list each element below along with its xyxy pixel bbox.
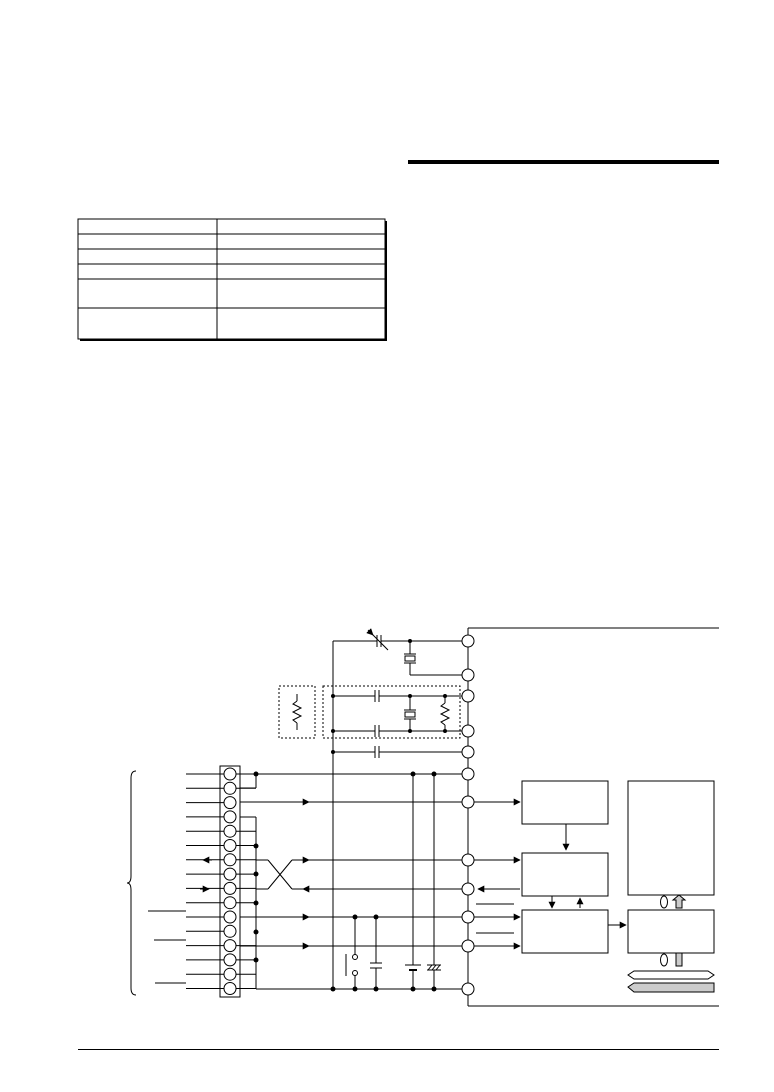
ic-pin [461,910,475,924]
ground-icon [427,964,441,971]
block-interface [627,909,715,954]
connector-pin [223,867,237,881]
ic-pin [461,689,475,703]
connector-pins [223,767,237,995]
connector-pin [223,824,237,838]
connector-stub-lines [186,773,256,989]
ic-pins [461,634,475,996]
external-resistor-option [278,685,316,739]
block-divider [521,852,609,897]
connector-pin [223,967,237,981]
battery-icon [405,964,421,971]
connector-pin [223,810,237,824]
ic-pin [461,767,475,781]
function-blocks [521,780,715,954]
connector-pin [223,924,237,938]
connector-pin [223,896,237,910]
connector-pin [223,982,237,995]
connector-brace [126,770,137,996]
connector-pin [223,881,237,895]
bus-lines [240,773,462,990]
connector-pin [223,910,237,924]
signal-arrows [200,798,627,950]
connector-pin [223,781,237,795]
crystal-icon [404,639,462,676]
variable-capacitor-icon [333,628,462,651]
connector-body [219,765,241,998]
ic-pin [461,882,475,896]
active-low-bars [148,903,514,984]
reset-switch-icon [345,954,358,976]
ic-pin [461,724,475,738]
junction-dots [253,771,437,992]
connector-pin [223,796,237,810]
connector-pin [223,853,237,867]
connector-pin [223,939,237,953]
ic-pin [461,745,475,759]
ic-pin [461,853,475,867]
ic-pin [461,982,475,996]
internal-bus-icon [627,894,715,993]
connector-pin [223,767,237,781]
ic-pin [461,939,475,953]
capacitor-icon [331,746,462,758]
block-oscillator [521,780,609,825]
block-control [521,909,609,954]
internal-oscillator-option [322,685,462,739]
connector-pin [223,953,237,967]
ic-pin [461,634,475,648]
block-registers [627,780,715,896]
ic-pin [461,795,475,809]
decoupling-capacitor-icon [370,962,382,969]
ic-pin [461,668,475,682]
footer-rule [78,1049,719,1050]
connector-pin [223,839,237,852]
section-heading-rule [408,160,719,164]
